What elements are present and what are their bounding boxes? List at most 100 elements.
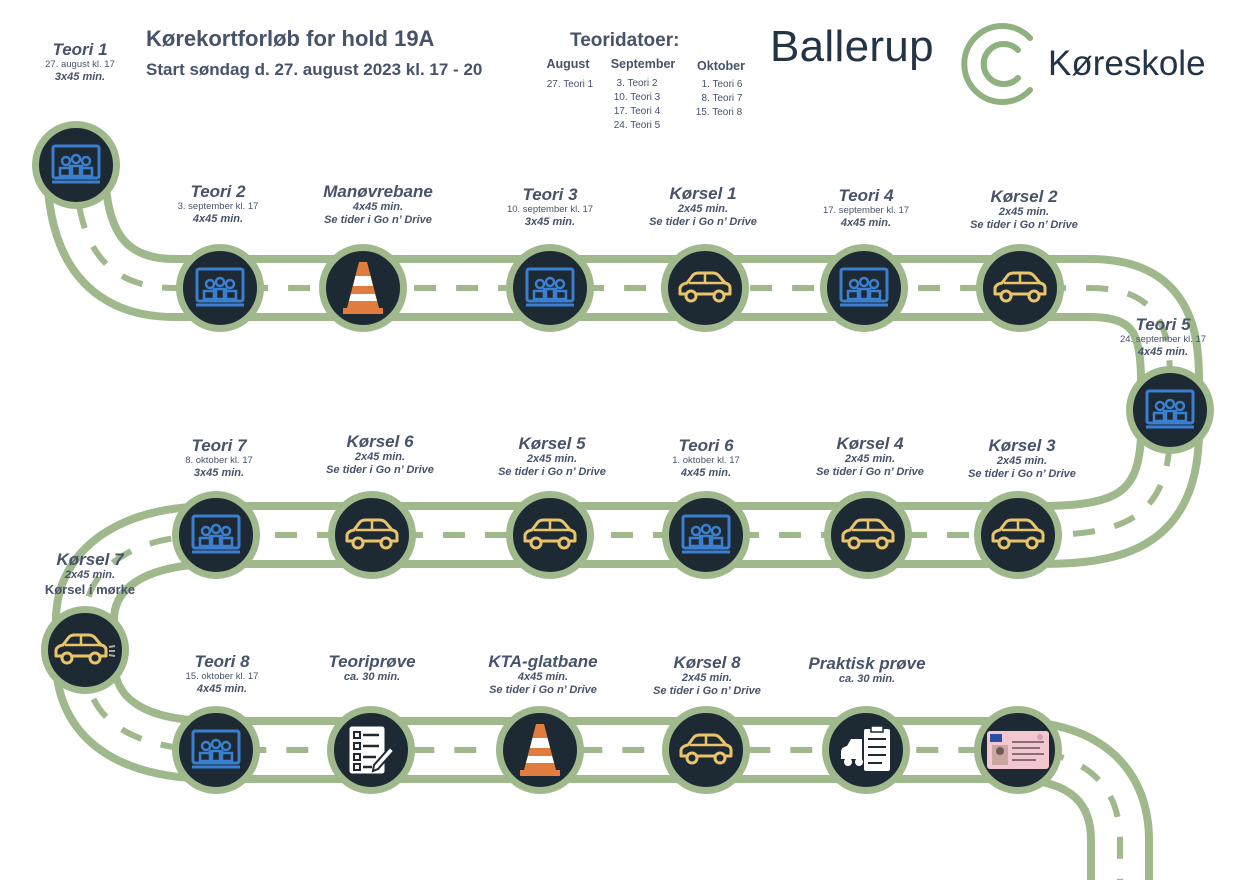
car-icon (678, 271, 732, 303)
stop-19 (662, 706, 750, 794)
stop-5 (661, 244, 749, 332)
stop-date: 15. oktober kl. 17 (185, 671, 259, 682)
stop-duration: 4x45 min. (840, 217, 892, 229)
car-icon (993, 271, 1047, 303)
stop-duration: ca. 30 min. (838, 673, 896, 685)
car-checklist-icon (841, 725, 890, 771)
stop-title: Praktisk prøve (808, 654, 926, 673)
stop-note: Se tider i Go n’ Drive (326, 464, 434, 476)
stop-10 (824, 491, 912, 579)
stop-title: Kørsel 6 (346, 432, 414, 451)
traffic-cone-icon (343, 262, 383, 314)
car-icon (345, 518, 399, 550)
page-title: Kørekortforløb for hold 19A (146, 26, 435, 51)
classroom-icon (191, 514, 241, 554)
stop-2 (176, 244, 264, 332)
stop-note: Se tider i Go n’ Drive (324, 214, 432, 226)
stop-4 (506, 244, 594, 332)
checklist-pen-icon (349, 726, 396, 774)
stop-duration: 2x45 min. (996, 455, 1048, 467)
date-entry: 15. Teori 8 (695, 107, 743, 118)
stop-note: Se tider i Go n’ Drive (970, 219, 1078, 231)
stop-20 (822, 706, 910, 794)
car-icon (523, 518, 577, 550)
date-entry: 24. Teori 5 (613, 120, 661, 131)
stop-date: 27. august kl. 17 (45, 59, 115, 70)
stop-title: Kørsel 2 (990, 187, 1058, 206)
stop-title: Teori 4 (838, 186, 894, 205)
stop-duration: 4x45 min. (680, 467, 732, 479)
stop-title: Kørsel 5 (518, 434, 586, 453)
stop-duration: 4x45 min. (517, 671, 569, 683)
stop-1 (32, 121, 120, 209)
stop-title: Teori 6 (678, 436, 734, 455)
stop-duration: 2x45 min. (998, 206, 1050, 218)
stop-title: Teori 7 (191, 436, 247, 455)
stop-title: Kørsel 7 (56, 550, 124, 569)
stop-title: Teori 2 (190, 182, 246, 201)
stop-note: Se tider i Go n’ Drive (816, 466, 924, 478)
stop-15 (41, 606, 129, 694)
stop-duration: 3x45 min. (193, 467, 245, 479)
month-september: September (610, 57, 676, 71)
car-night-icon (54, 633, 116, 665)
month-august: August (546, 57, 590, 71)
stop-14 (172, 491, 260, 579)
stop-7 (976, 244, 1064, 332)
stop-title: Kørsel 4 (836, 434, 904, 453)
stop-note: Kørsel i mørke (44, 582, 136, 597)
date-entry: 1. Teori 6 (701, 79, 743, 90)
stop-note: Se tider i Go n’ Drive (653, 685, 761, 697)
stop-duration: 2x45 min. (681, 672, 733, 684)
stop-title: Manøvrebane (323, 182, 433, 201)
classroom-icon (191, 729, 241, 769)
stop-title: Kørsel 3 (988, 436, 1056, 455)
stop-duration: 2x45 min. (354, 451, 406, 463)
stop-3 (319, 244, 407, 332)
stop-date: 24. september kl. 17 (1119, 334, 1207, 345)
date-entry: 27. Teori 1 (546, 79, 594, 90)
stop-16 (172, 706, 260, 794)
stop-date: 3. september kl. 17 (177, 201, 259, 212)
stop-title: Teori 5 (1135, 315, 1191, 334)
stop-title: KTA-glatbane (488, 652, 598, 671)
stop-duration: 2x45 min. (526, 453, 578, 465)
stop-duration: 2x45 min. (844, 453, 896, 465)
stop-date: 17. september kl. 17 (822, 205, 910, 216)
car-icon (679, 733, 733, 765)
stop-date: 1. oktober kl. 17 (672, 455, 740, 466)
stop-9 (974, 491, 1062, 579)
stop-11 (662, 491, 750, 579)
stop-title: Kørsel 8 (673, 653, 741, 672)
stop-duration: 4x45 min. (352, 201, 404, 213)
stop-note: Se tider i Go n’ Drive (968, 468, 1076, 480)
logo-word-ballerup: Ballerup (770, 22, 934, 71)
page-subtitle: Start søndag d. 27. august 2023 kl. 17 -… (146, 60, 483, 79)
classroom-icon (195, 267, 245, 307)
car-icon (991, 518, 1045, 550)
stop-note: Se tider i Go n’ Drive (649, 216, 757, 228)
stop-13 (328, 491, 416, 579)
stop-title: Teoriprøve (328, 652, 416, 671)
stop-18 (496, 706, 584, 794)
stop-17 (327, 706, 415, 794)
stop-8 (1126, 366, 1214, 454)
stop-21 (974, 706, 1062, 794)
stop-duration: 2x45 min. (677, 203, 729, 215)
stop-date: 10. september kl. 17 (506, 204, 594, 215)
classroom-icon (525, 267, 575, 307)
date-entry: 17. Teori 4 (613, 106, 661, 117)
logo-word-koreskole: Køreskole (1048, 44, 1206, 83)
stop-duration: ca. 30 min. (343, 671, 401, 683)
car-icon (841, 518, 895, 550)
stop-duration: 3x45 min. (54, 71, 106, 83)
